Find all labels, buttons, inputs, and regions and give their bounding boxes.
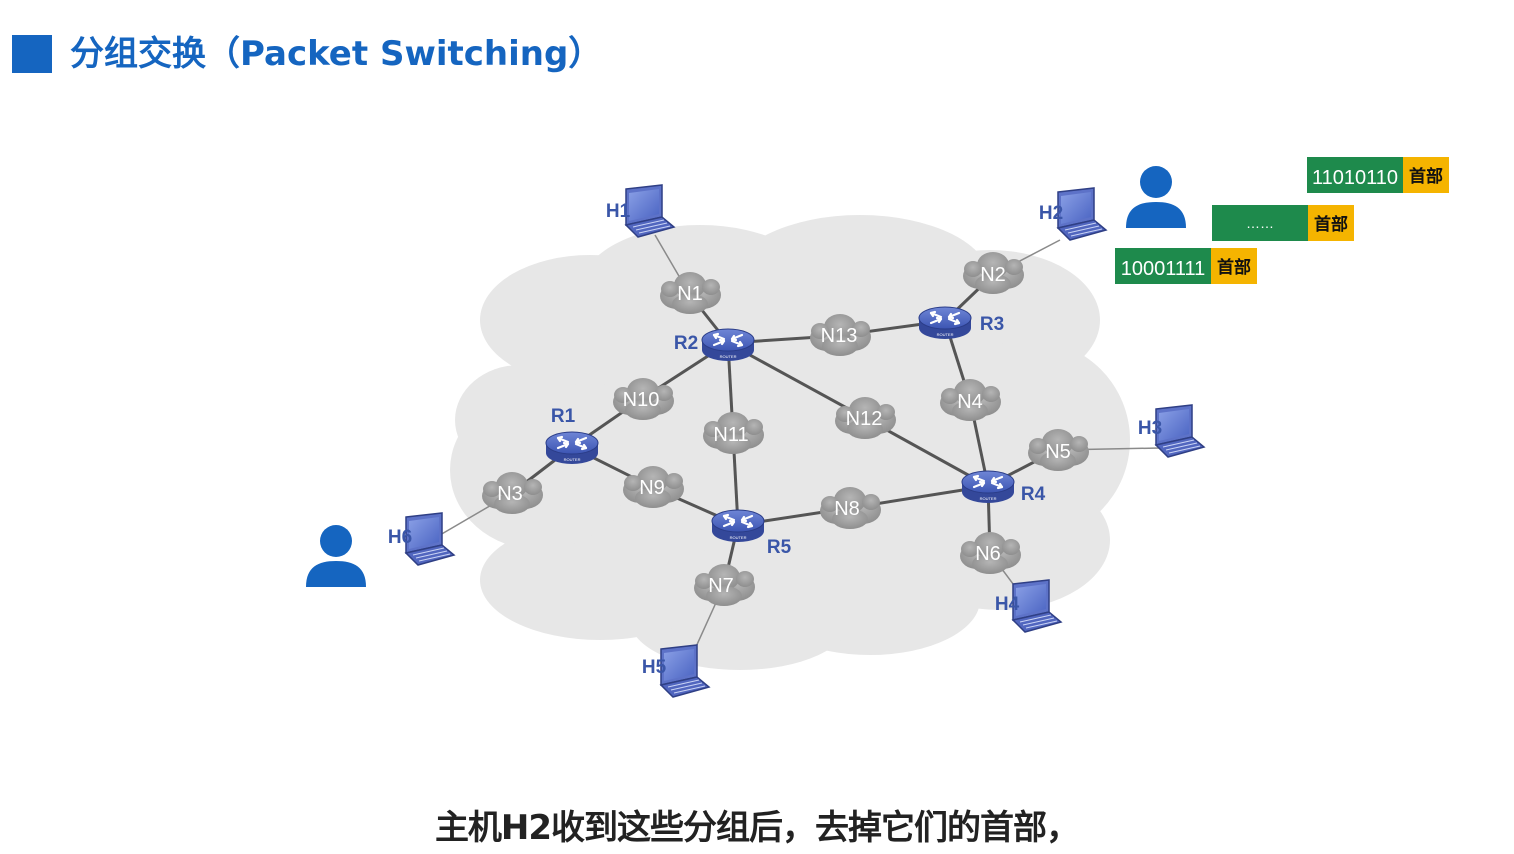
host-H3 xyxy=(1155,404,1205,458)
network-N11: N11 xyxy=(703,412,764,454)
router-label-R2: R2 xyxy=(674,333,698,354)
narration-subtitle: 主机H2收到这些分组后，去掉它们的首部， xyxy=(434,808,1080,848)
svg-text:N8: N8 xyxy=(834,498,860,520)
svg-text:N2: N2 xyxy=(980,264,1006,286)
svg-text:N5: N5 xyxy=(1045,441,1071,463)
packet-1-data: 11010110 xyxy=(1312,167,1398,189)
host-H1 xyxy=(625,184,675,238)
page-title: 分组交换（Packet Switching） xyxy=(70,34,603,74)
packet-2-header: 首部 xyxy=(1314,214,1348,234)
svg-text:N4: N4 xyxy=(957,391,983,413)
packet-3-header: 首部 xyxy=(1217,257,1251,277)
network-N4: N4 xyxy=(940,379,1001,421)
network-N13: N13 xyxy=(810,314,871,356)
network-N2: N2 xyxy=(963,252,1024,294)
network-N3: N3 xyxy=(482,472,543,514)
packet-1: 11010110 首部 xyxy=(1307,157,1449,193)
network-N10: N10 xyxy=(613,378,674,420)
host-H6 xyxy=(405,512,455,566)
user-icon-sender xyxy=(306,525,366,587)
host-label-H1: H1 xyxy=(606,201,631,222)
host-label-H4: H4 xyxy=(995,594,1020,615)
host-label-H6: H6 xyxy=(388,527,412,548)
packet-2: …… 首部 xyxy=(1212,205,1354,241)
router-R2 xyxy=(700,327,756,363)
user-icon-receiver xyxy=(1126,166,1186,228)
network-N9: N9 xyxy=(623,466,684,508)
network-N6: N6 xyxy=(960,532,1021,574)
svg-text:N1: N1 xyxy=(677,283,703,305)
router-label-R4: R4 xyxy=(1021,484,1046,505)
host-label-H5: H5 xyxy=(642,657,667,678)
host-H2 xyxy=(1057,187,1107,241)
svg-text:N13: N13 xyxy=(821,325,858,347)
svg-text:N6: N6 xyxy=(975,543,1001,565)
router-label-R5: R5 xyxy=(767,537,792,558)
network-N12: N12 xyxy=(835,397,896,439)
router-label-R3: R3 xyxy=(980,314,1004,335)
title-marker xyxy=(12,35,52,73)
host-label-H2: H2 xyxy=(1039,203,1063,224)
network-N1: N1 xyxy=(660,272,721,314)
network-N8: N8 xyxy=(820,487,881,529)
network-N7: N7 xyxy=(694,564,755,606)
svg-text:N3: N3 xyxy=(497,483,523,505)
router-R1 xyxy=(544,430,600,466)
packet-1-header: 首部 xyxy=(1409,166,1443,186)
svg-text:N9: N9 xyxy=(639,477,665,499)
svg-text:N7: N7 xyxy=(708,575,734,597)
svg-text:N12: N12 xyxy=(846,408,883,430)
router-R3 xyxy=(917,305,973,341)
packet-3-data: 10001111 xyxy=(1121,258,1206,280)
network-N5: N5 xyxy=(1028,429,1089,471)
svg-text:N11: N11 xyxy=(713,424,748,446)
router-label-R1: R1 xyxy=(551,406,576,427)
svg-text:N10: N10 xyxy=(623,389,660,411)
router-R5 xyxy=(710,508,766,544)
host-label-H3: H3 xyxy=(1138,418,1162,439)
packet-3: 10001111 首部 xyxy=(1115,248,1257,284)
packet-2-data: …… xyxy=(1246,215,1274,231)
router-R4 xyxy=(960,469,1016,505)
